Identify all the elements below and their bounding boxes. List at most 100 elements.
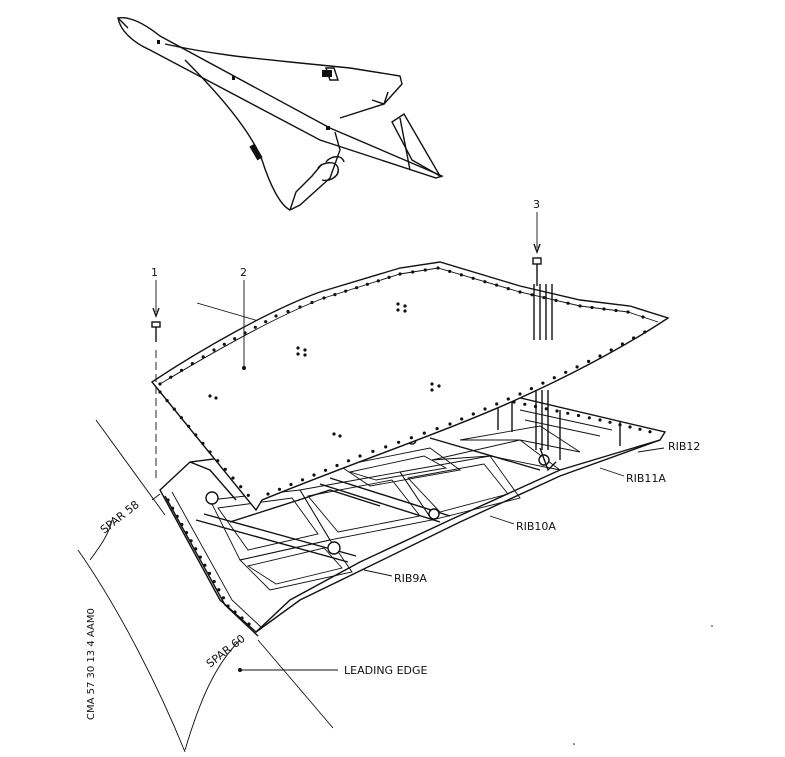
label-rib12: RIB12 [668, 440, 700, 453]
rivet [598, 354, 602, 358]
rivet [483, 407, 487, 411]
rivet [587, 359, 591, 363]
rivet [175, 514, 179, 518]
rivet [506, 397, 510, 401]
rivet [638, 427, 642, 431]
rivet [274, 314, 278, 318]
rivet [201, 355, 205, 359]
rivet [203, 563, 207, 567]
label-rib11a: RIB11A [626, 472, 666, 485]
rivet [344, 289, 348, 293]
rivet [602, 307, 606, 311]
reference-lines [77, 302, 334, 753]
rivet [397, 440, 401, 444]
rivet [172, 407, 176, 411]
rivet [158, 382, 162, 386]
rivet [247, 622, 251, 626]
rivet [448, 269, 452, 273]
rivet [384, 445, 388, 449]
rivet [264, 320, 268, 324]
rivet [555, 409, 559, 413]
rivet [523, 402, 527, 406]
rivet [286, 309, 290, 314]
rivet [598, 418, 602, 422]
rivet [628, 425, 632, 429]
rivet [460, 417, 464, 421]
rivet [165, 399, 169, 403]
label-rib10a: RIB10A [516, 520, 556, 533]
rivet [217, 588, 221, 592]
rivet [233, 610, 237, 614]
rivet [246, 493, 250, 497]
rivet [365, 282, 369, 286]
rivet [277, 487, 282, 491]
rivet [436, 266, 440, 270]
rivet [180, 368, 184, 372]
rivet [554, 298, 558, 302]
rivet [310, 300, 314, 305]
rivet [387, 275, 391, 279]
label-rib9a: RIB9A [394, 572, 427, 585]
rivet [180, 522, 184, 527]
rivet [518, 290, 522, 294]
rivet [190, 362, 194, 366]
rivet [179, 416, 183, 420]
rivet [648, 430, 652, 434]
rivet [495, 283, 499, 287]
label-spar60: SPAR 60 [204, 632, 248, 670]
rivet [409, 436, 413, 440]
rivet [448, 422, 452, 426]
rivet [266, 492, 270, 496]
rivet [530, 293, 534, 297]
rivet [566, 301, 570, 305]
rivet [376, 279, 380, 283]
rivet [346, 459, 351, 463]
rivet [166, 498, 170, 502]
access-panel [150, 261, 670, 512]
rivet [575, 365, 579, 369]
rivet [289, 482, 293, 487]
rivet [212, 348, 216, 352]
rivet [411, 270, 415, 274]
rivet [198, 555, 202, 559]
rivet [371, 449, 375, 453]
rivet [529, 387, 534, 391]
rivet [300, 478, 305, 482]
rivet [158, 390, 162, 394]
rivet [641, 315, 645, 319]
rivet [471, 412, 475, 416]
rivet [590, 305, 594, 310]
rivet [620, 342, 625, 346]
rivet [231, 476, 235, 480]
rivet [194, 547, 198, 551]
rivet [223, 467, 227, 471]
rivet [312, 473, 316, 477]
rivet [544, 407, 548, 411]
rivet [435, 427, 439, 431]
rivet-clusters [208, 302, 441, 438]
rivet [459, 273, 463, 277]
rivet [423, 268, 427, 272]
rivet [541, 381, 545, 385]
rivet [471, 276, 475, 280]
rivet [422, 431, 426, 435]
rivet [608, 420, 612, 424]
rivet [171, 506, 175, 510]
rivet [194, 433, 198, 437]
rivet [233, 337, 237, 341]
rivet [298, 305, 302, 309]
rivet [335, 463, 339, 468]
rivet [576, 413, 581, 418]
rivet [355, 286, 359, 290]
fastener-right [532, 212, 557, 472]
aircraft-icon [117, 17, 444, 211]
callout-2: 2 [240, 266, 247, 279]
rivet [495, 402, 499, 406]
rivet [226, 604, 230, 608]
rivet [626, 310, 630, 314]
rivet [239, 485, 243, 489]
fastener-left [151, 280, 161, 480]
rivet [253, 325, 257, 329]
rivet [169, 375, 173, 379]
